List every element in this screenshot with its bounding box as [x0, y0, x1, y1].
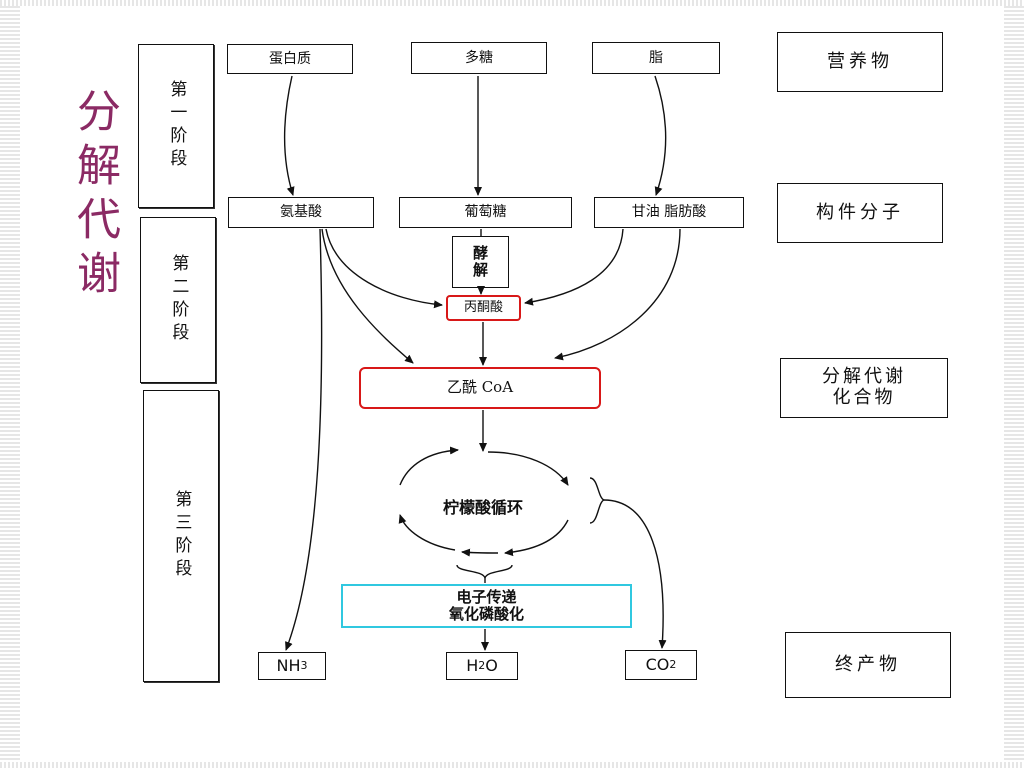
- catabolic-line-1: 分解代谢: [822, 366, 906, 388]
- electron-transport-box: 电子传递 氧化磷酸化: [341, 584, 632, 628]
- arrow-fat-to-glycerol: [654, 75, 667, 196]
- nutrients-category: 营养物: [777, 32, 943, 92]
- end-products-category: 终产物: [785, 632, 951, 698]
- protein-box: 蛋白质: [227, 44, 353, 74]
- left-stripe-decoration: [0, 0, 20, 768]
- stage-3-label: 第三阶段: [171, 490, 192, 582]
- catabolic-line-2: 化合物: [832, 387, 896, 408]
- arrow-protein-to-amino-acid: [283, 75, 295, 196]
- stage-3-box: 第三阶段: [143, 390, 219, 682]
- cycle-arc-left: [399, 446, 459, 486]
- stage-1-box: 第一阶段: [138, 44, 214, 208]
- arrow-amino-acid-to-nh3: [285, 228, 323, 651]
- citric-acid-cycle-label: 柠檬酸循环: [442, 498, 523, 517]
- etc-line-2: 氧化磷酸化: [448, 605, 524, 623]
- page-title: 分解代谢: [69, 88, 120, 304]
- arrow-cycle-to-co2: [603, 499, 667, 649]
- arrow-amino-acid-to-pyruvate: [325, 228, 443, 309]
- cycle-arc-bottom-left: [398, 514, 456, 551]
- arrow-amino-acid-to-acetyl-coa: [321, 228, 414, 364]
- brace-to-co2: [589, 477, 607, 524]
- stage-2-label: 第二阶段: [168, 254, 189, 346]
- building-blocks-category: 构件分子: [777, 183, 943, 243]
- cycle-arc-top-right: [487, 451, 569, 486]
- right-stripe-decoration: [1004, 0, 1024, 768]
- polysaccharide-box: 多糖: [411, 42, 547, 74]
- amino-acid-box: 氨基酸: [228, 197, 374, 228]
- pyruvate-box: 丙酮酸: [446, 295, 521, 321]
- stage-2-box: 第二阶段: [140, 217, 216, 383]
- glycolysis-line-2: 解: [472, 261, 488, 279]
- glycerol-fatty-acid-box: 甘油 脂肪酸: [594, 197, 744, 228]
- brace-to-etc: [456, 564, 513, 579]
- cycle-arc-bottom: [461, 548, 499, 557]
- acetyl-coa-box: 乙酰 CoA: [359, 367, 601, 409]
- glycolysis-box: 酵 解: [452, 236, 509, 288]
- arrow-glycerol-to-pyruvate: [524, 228, 624, 306]
- top-stripe-decoration: [0, 0, 1024, 6]
- fat-box: 脂: [592, 42, 720, 74]
- glycolysis-line-1: 酵: [472, 243, 488, 262]
- catabolic-compounds-category: 分解代谢 化合物: [780, 358, 948, 418]
- cycle-arc-right: [504, 519, 569, 557]
- etc-line-1: 电子传递: [456, 587, 517, 606]
- glucose-box: 葡萄糖: [399, 197, 572, 228]
- stage-1-label: 第一阶段: [166, 80, 187, 172]
- arrow-fatty-acid-to-acetyl-coa: [554, 228, 681, 361]
- bottom-stripe-decoration: [0, 762, 1024, 768]
